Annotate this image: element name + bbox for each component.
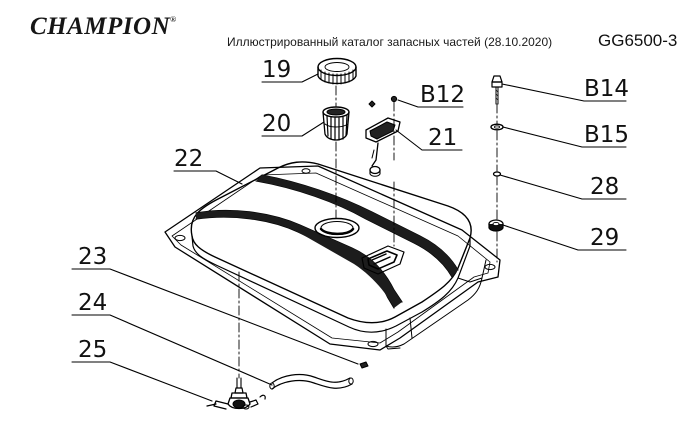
fuel-tank	[164, 161, 501, 351]
callout-24: 24	[78, 290, 107, 316]
brand-logo: CHAMPION®	[30, 14, 177, 39]
callout-28: 28	[590, 174, 619, 200]
fuel-hose	[269, 373, 354, 390]
callout-b15: B15	[584, 122, 629, 148]
registered-mark: ®	[170, 15, 177, 24]
callout-b14: B14	[584, 76, 629, 102]
callout-20: 20	[262, 111, 291, 137]
callout-23: 23	[78, 244, 107, 270]
fuel-gauge	[365, 117, 401, 177]
catalog-title: Иллюстрированный каталог запасных частей…	[227, 35, 553, 49]
fuel-filter-strainer	[322, 106, 350, 141]
fuel-cap	[317, 57, 357, 85]
tank-flange	[164, 165, 501, 351]
brand-name: CHAMPION	[30, 13, 171, 40]
callout-labels: 19 20 22 B12 21 B14 B15 28 29 23 24 25	[78, 57, 629, 363]
fuel-valve	[206, 377, 259, 410]
model-number: GG6500-3	[598, 31, 678, 50]
callout-25: 25	[78, 337, 107, 363]
tank-body-top	[190, 161, 472, 324]
fastener-stack	[488, 75, 504, 232]
hose-clamp	[359, 361, 369, 369]
assembly-axes	[238, 85, 498, 379]
callout-29: 29	[590, 225, 619, 251]
callout-22: 22	[174, 146, 203, 172]
fuel-gauge-window	[361, 245, 405, 275]
filler-neck	[314, 217, 360, 239]
callout-19: 19	[262, 57, 291, 83]
callout-b12: B12	[420, 82, 465, 108]
callout-21: 21	[428, 125, 457, 151]
callout-leaders	[71, 73, 627, 402]
